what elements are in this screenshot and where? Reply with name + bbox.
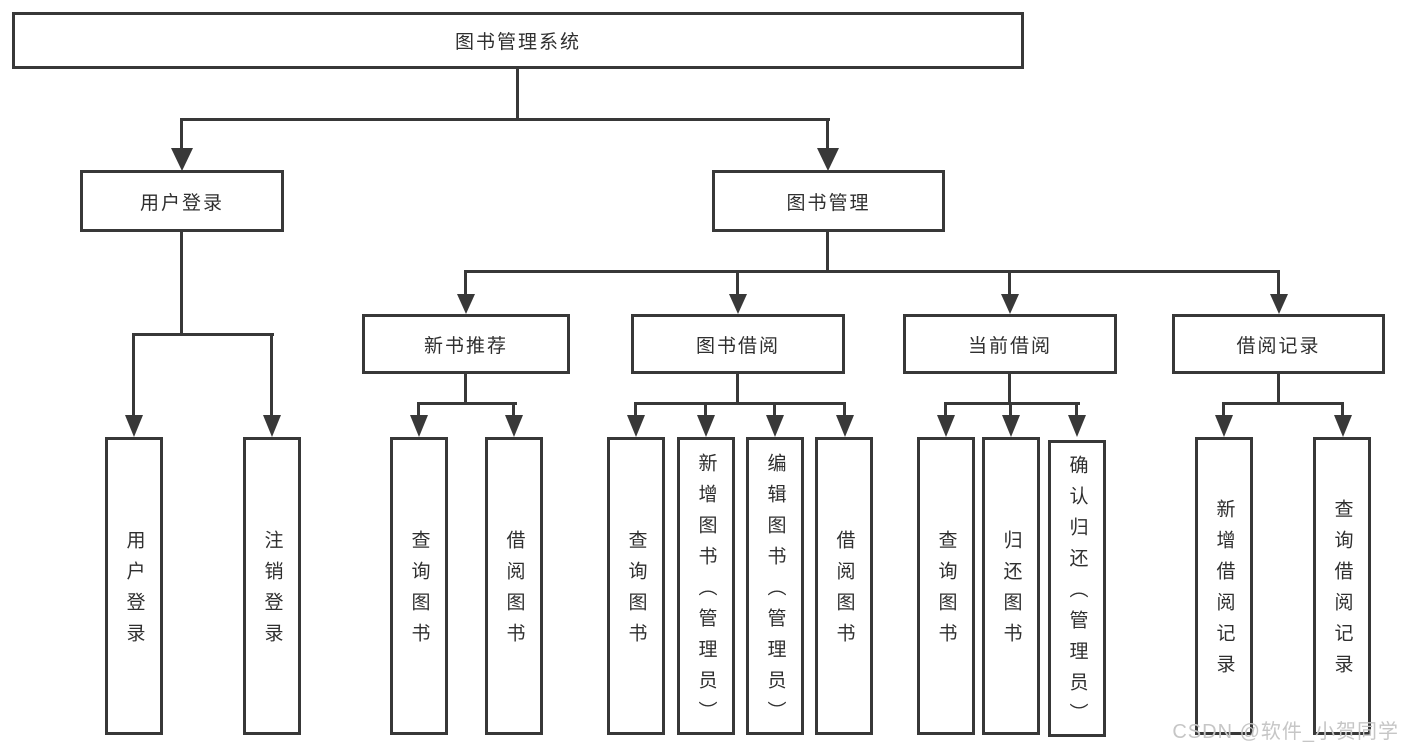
arrowhead <box>697 415 715 437</box>
node-book-borrowing: 图书借阅 <box>631 314 845 374</box>
connector <box>464 374 467 404</box>
arrowhead <box>410 415 428 437</box>
connector <box>1222 402 1225 417</box>
leaf-label: 查询图书 <box>408 530 430 654</box>
leaf-label: 查询图书 <box>625 530 647 654</box>
leaf-label: 借阅图书 <box>833 530 855 654</box>
leaf-label: 新增图书（管理员） <box>695 452 717 732</box>
node-book-management: 图书管理 <box>712 170 945 232</box>
arrowhead <box>937 415 955 437</box>
connector <box>270 333 273 417</box>
arrowhead <box>627 415 645 437</box>
connector <box>417 402 420 417</box>
connector <box>132 333 274 336</box>
node-new-book-recommend: 新书推荐 <box>362 314 570 374</box>
connector <box>132 333 135 417</box>
leaf-logout: 注销登录 <box>243 437 301 735</box>
leaf-label: 新增借阅记录 <box>1213 499 1235 685</box>
connector <box>736 270 739 296</box>
arrowhead <box>505 415 523 437</box>
arrowhead <box>766 415 784 437</box>
connector <box>634 402 637 417</box>
connector <box>826 118 829 150</box>
arrowhead <box>836 415 854 437</box>
leaf-add-book-admin: 新增图书（管理员） <box>677 437 735 735</box>
connector <box>1277 270 1280 296</box>
connector <box>180 232 183 336</box>
arrowhead <box>729 294 747 314</box>
connector <box>736 374 739 404</box>
arrowhead <box>125 415 143 437</box>
leaf-query-books-borrowing: 查询图书 <box>607 437 665 735</box>
connector <box>180 118 183 150</box>
connector <box>180 118 830 121</box>
connector <box>1341 402 1344 417</box>
arrowhead <box>1334 415 1352 437</box>
leaf-query-books-recommend: 查询图书 <box>390 437 448 735</box>
connector <box>1075 402 1078 417</box>
arrowhead <box>263 415 281 437</box>
leaf-label: 编辑图书（管理员） <box>764 452 786 732</box>
connector <box>512 402 515 417</box>
arrowhead <box>1270 294 1288 314</box>
arrowhead <box>1001 294 1019 314</box>
connector <box>1277 374 1280 404</box>
arrowhead <box>1068 415 1086 437</box>
connector <box>1008 270 1011 296</box>
connector <box>944 402 947 417</box>
arrowhead <box>817 148 839 171</box>
leaf-query-books-current: 查询图书 <box>917 437 975 735</box>
connector <box>826 232 829 273</box>
leaf-label: 注销登录 <box>261 530 283 654</box>
leaf-borrow-books-recommend: 借阅图书 <box>485 437 543 735</box>
connector <box>1222 402 1344 405</box>
leaf-label: 查询图书 <box>935 530 957 654</box>
leaf-confirm-return-admin: 确认归还（管理员） <box>1048 440 1106 737</box>
connector <box>843 402 846 417</box>
arrowhead <box>1002 415 1020 437</box>
connector <box>634 402 846 405</box>
leaf-add-borrow-record: 新增借阅记录 <box>1195 437 1253 735</box>
leaf-label: 用户登录 <box>123 530 145 654</box>
leaf-edit-book-admin: 编辑图书（管理员） <box>746 437 804 735</box>
connector <box>464 270 1280 273</box>
arrowhead <box>171 148 193 171</box>
arrowhead <box>457 294 475 314</box>
connector <box>773 402 776 417</box>
leaf-return-books: 归还图书 <box>982 437 1040 735</box>
connector <box>704 402 707 417</box>
leaf-label: 借阅图书 <box>503 530 525 654</box>
node-root: 图书管理系统 <box>12 12 1024 69</box>
arrowhead <box>1215 415 1233 437</box>
connector <box>516 69 519 120</box>
connector <box>1009 402 1012 417</box>
connector <box>464 270 467 296</box>
node-user-login: 用户登录 <box>80 170 284 232</box>
watermark: CSDN @软件_小贺同学 <box>1172 721 1399 743</box>
leaf-label: 归还图书 <box>1000 530 1022 654</box>
connector <box>944 402 1080 405</box>
connector <box>417 402 517 405</box>
leaf-query-borrow-record: 查询借阅记录 <box>1313 437 1371 735</box>
leaf-label: 确认归还（管理员） <box>1066 455 1088 734</box>
connector <box>1008 374 1011 404</box>
node-current-borrowing: 当前借阅 <box>903 314 1117 374</box>
node-borrowing-records: 借阅记录 <box>1172 314 1385 374</box>
leaf-user-login: 用户登录 <box>105 437 163 735</box>
leaf-label: 查询借阅记录 <box>1331 499 1353 685</box>
leaf-borrow-books-borrowing: 借阅图书 <box>815 437 873 735</box>
